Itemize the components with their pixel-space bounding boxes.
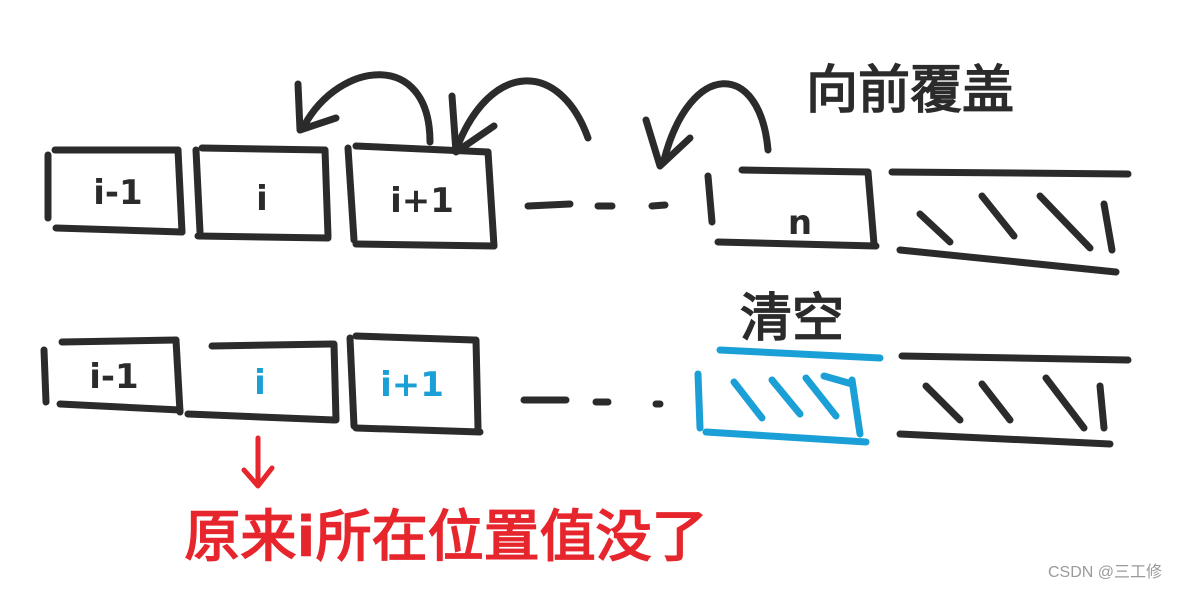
bottom-cell-i-minus-1 <box>40 336 184 416</box>
bottom-cell-i <box>184 340 340 424</box>
top-row-ellipsis <box>524 200 669 210</box>
top-cell-empty <box>888 168 1132 276</box>
top-cell-label-i: i <box>256 179 268 219</box>
top-cell-label-n: n <box>788 203 812 243</box>
clear-annotation: 清空 <box>740 289 844 349</box>
top-cell-n <box>704 166 880 250</box>
shift-arrow-i-plus-1-to-i <box>294 71 434 146</box>
bottom-cell-label-i: i <box>254 363 266 403</box>
bottom-cell-empty <box>896 352 1132 448</box>
value-lost-note: 原来i所在位置值没了 <box>184 505 707 570</box>
bottom-row-ellipsis <box>520 396 664 408</box>
bottom-cell-cleared <box>694 346 884 446</box>
top-cell-i-minus-1 <box>44 146 186 236</box>
top-cell-label-i-minus-1: i-1 <box>93 173 142 213</box>
top-cell-i <box>192 144 332 242</box>
bottom-cell-i-plus-1 <box>346 332 484 436</box>
forward-overwrite-annotation: 向前覆盖 <box>806 61 1014 121</box>
red-indicator-arrow <box>241 435 275 489</box>
watermark: CSDN @三工修 <box>1047 564 1162 581</box>
shift-arrow-n-to-previous <box>642 80 772 170</box>
top-cell-i-plus-1 <box>344 142 498 250</box>
top-cell-label-i-plus-1: i+1 <box>390 181 454 221</box>
bottom-cell-label-i-plus-1: i+1 <box>380 365 444 405</box>
shift-arrow-next-to-i-plus-1 <box>448 77 592 156</box>
bottom-cell-label-i-minus-1: i-1 <box>89 357 138 397</box>
